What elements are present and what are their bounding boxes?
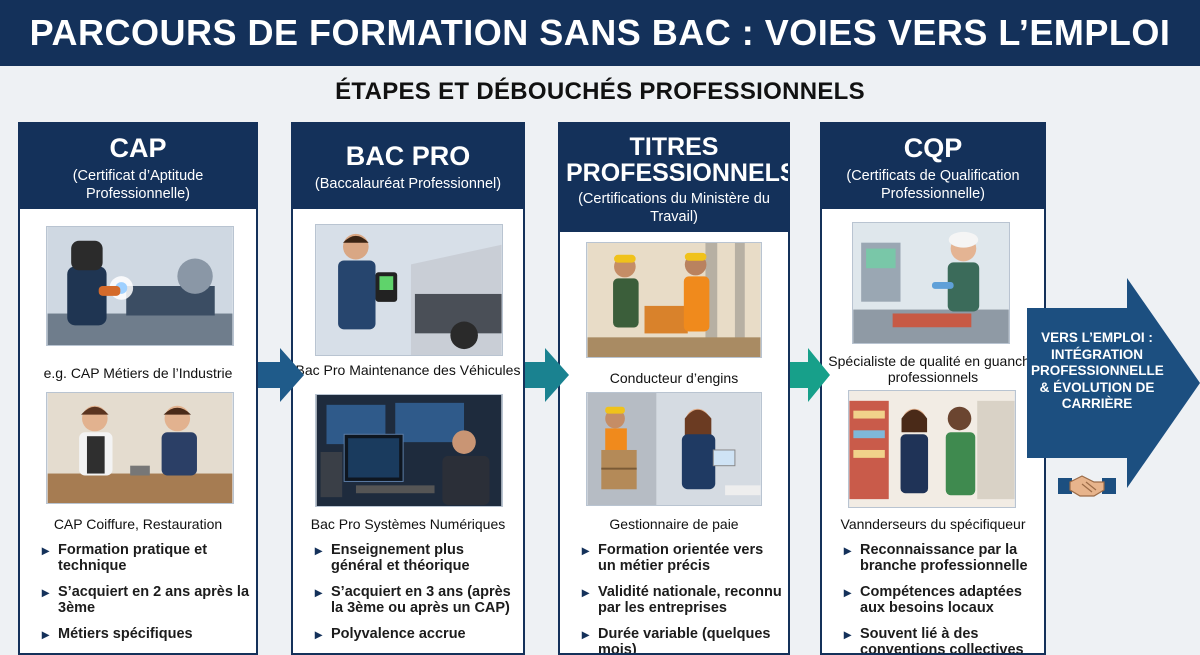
column-bac-pro: BAC PRO (Baccalauréat Professionnel) Bac…: [291, 122, 525, 655]
bullet-list: Enseignement plus général et théorique S…: [315, 542, 517, 652]
bullet-item: Compétences adaptées aux besoins locaux: [844, 584, 1038, 616]
final-arrow: VERS L’EMPLOI : INTÉGRATION PROFESSIONNE…: [1027, 278, 1200, 488]
bullet-item: Validité nationale, reconnu par les entr…: [582, 584, 782, 616]
quality-inspector-illustration: [853, 223, 1009, 343]
bullet-item: Reconnaissance par la branche profession…: [844, 542, 1038, 574]
column-title: BAC PRO: [345, 141, 471, 171]
apprentices-illustration: [47, 393, 233, 503]
bullet-list: Reconnaissance par la branche profession…: [844, 542, 1038, 653]
bullet-item: Durée variable (quelques mois): [582, 626, 782, 653]
column-subtitle: (Certifications du Ministère du Travail): [578, 191, 770, 225]
apprentices-image: [46, 392, 234, 504]
column-titres-professionnels: TITRES PROFESSIONNELS (Certifications du…: [558, 122, 790, 655]
retail-image: [848, 390, 1016, 508]
mechanic-illustration: [316, 225, 502, 355]
technician-image: [315, 394, 503, 507]
bullet-item: S’acquiert en 2 ans après la 3ème: [42, 584, 250, 616]
bullet-item: Souvent lié à des conventions collective…: [844, 626, 1038, 653]
column-header: TITRES PROFESSIONNELS (Certifications du…: [560, 124, 788, 232]
welder-image: [46, 226, 234, 346]
column-caption: Bac Pro Systèmes Numériques: [310, 516, 506, 532]
column-cqp: CQP (Certificats de Qualification Profes…: [820, 122, 1046, 655]
technician-illustration: [316, 395, 502, 506]
bullet-item: Formation pratique et technique: [42, 542, 250, 574]
bullet-item: Polyvalence accrue: [315, 626, 517, 642]
column-caption: Vannderseurs du spécifiqueur: [840, 516, 1026, 532]
title-banner: PARCOURS DE FORMATION SANS BAC : VOIES V…: [0, 0, 1200, 66]
construction-image: [586, 242, 762, 358]
construction-illustration: [587, 243, 761, 357]
column-caption: CAP Coiffure, Restauration: [53, 516, 223, 532]
bullet-item: Enseignement plus général et théorique: [315, 542, 517, 574]
bullet-list: Formation pratique et technique S’acquie…: [42, 542, 250, 652]
column-header: BAC PRO (Baccalauréat Professionnel): [293, 124, 523, 209]
final-text: VERS L’EMPLOI : INTÉGRATION PROFESSIONNE…: [1031, 330, 1164, 411]
warehouse-office-image: [586, 392, 762, 506]
page-title: PARCOURS DE FORMATION SANS BAC : VOIES V…: [29, 12, 1171, 53]
arrow-right-icon: [525, 348, 569, 402]
column-title: CAP: [109, 133, 167, 163]
handshake-icon: [1058, 475, 1116, 497]
column-subtitle: (Certificats de Qualification Profession…: [846, 168, 1020, 202]
warehouse-office-illustration: [587, 393, 761, 505]
column-title: CQP: [903, 133, 963, 163]
column-caption: Spécialiste de qualité en guanche profes…: [828, 353, 1038, 385]
big-arrow-shape: [1027, 278, 1200, 488]
arrow-right-icon: [790, 348, 830, 402]
column-header: CQP (Certificats de Qualification Profes…: [822, 124, 1044, 209]
quality-inspector-image: [852, 222, 1010, 344]
column-caption: Gestionnaire de paie: [609, 516, 739, 532]
welder-illustration: [47, 227, 233, 345]
arrow-right-icon: [258, 348, 304, 402]
bullet-item: Métiers spécifiques: [42, 626, 250, 642]
column-caption: e.g. CAP Métiers de l’Industrie: [43, 365, 233, 381]
column-caption: Conducteur d’engins: [609, 370, 739, 386]
page-subtitle: ÉTAPES ET DÉBOUCHÉS PROFESSIONNELS: [335, 78, 865, 105]
column-subtitle: (Baccalauréat Professionnel): [314, 176, 502, 192]
column-cap: CAP (Certificat d’Aptitude Professionnel…: [18, 122, 258, 655]
column-subtitle: (Certificat d’Aptitude Professionnelle): [72, 168, 204, 202]
column-header: CAP (Certificat d’Aptitude Professionnel…: [20, 124, 256, 209]
bullet-list: Formation orientée vers un métier précis…: [582, 542, 782, 653]
column-caption: Bac Pro Maintenance des Véhicules: [295, 362, 521, 378]
retail-illustration: [849, 391, 1015, 507]
bullet-item: S’acquiert en 3 ans (après la 3ème ou ap…: [315, 584, 517, 616]
mechanic-image: [315, 224, 503, 356]
bullet-item: Formation orientée vers un métier précis: [582, 542, 782, 574]
column-title: TITRES PROFESSIONNELS: [566, 133, 790, 187]
